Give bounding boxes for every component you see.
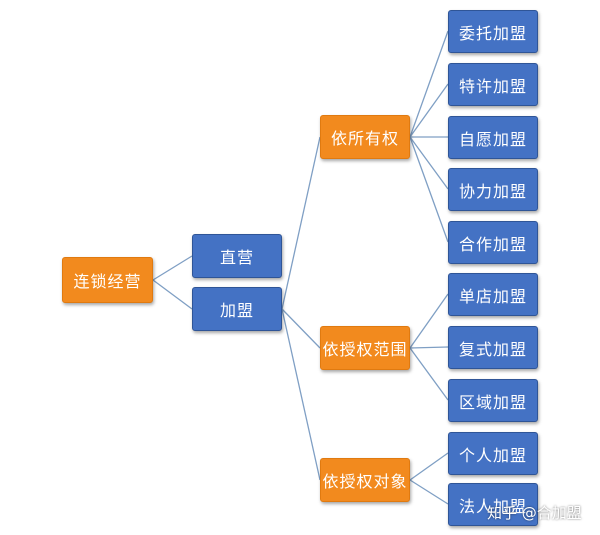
connector-franchise-target <box>281 308 321 481</box>
connector-franchise-ownership <box>281 136 321 310</box>
watermark: 知乎 @合加盟 <box>487 504 582 522</box>
connector-target-leaf-1 <box>409 452 449 481</box>
connector-scope-leaf-1 <box>409 293 449 349</box>
connector-ownership-leaf-2 <box>409 83 449 138</box>
category-target-node: 依授权对象 <box>320 458 410 502</box>
category-ownership-node: 依所有权 <box>320 115 410 159</box>
leaf-area-franchise: 区域加盟 <box>448 379 538 422</box>
connector-scope-leaf-2 <box>409 346 449 349</box>
connector-ownership-leaf-5 <box>409 136 449 243</box>
connector-ownership-leaf-1 <box>409 30 449 138</box>
leaf-voluntary-franchise: 自愿加盟 <box>448 116 538 159</box>
branch-franchise-node: 加盟 <box>192 287 282 331</box>
connector-franchise-scope <box>281 308 321 349</box>
leaf-licensed-franchise: 特许加盟 <box>448 63 538 106</box>
connector-root-franchise <box>152 279 193 310</box>
leaf-individual-franchise: 个人加盟 <box>448 432 538 475</box>
connector-root-direct <box>152 255 193 281</box>
leaf-single-store-franchise: 单店加盟 <box>448 273 538 316</box>
root-node: 连锁经营 <box>62 257 153 303</box>
category-scope-node: 依授权范围 <box>320 326 410 370</box>
leaf-cooperative-assist-franchise: 协力加盟 <box>448 168 538 211</box>
connector-target-leaf-2 <box>409 479 449 505</box>
connector-ownership-leaf-4 <box>409 136 449 190</box>
connector-scope-leaf-3 <box>409 347 449 401</box>
leaf-multi-unit-franchise: 复式加盟 <box>448 326 538 369</box>
leaf-partnership-franchise: 合作加盟 <box>448 221 538 264</box>
leaf-corporate-franchise: 法人加盟 <box>448 483 538 526</box>
leaf-commissioned-franchise: 委托加盟 <box>448 10 538 53</box>
branch-direct-node: 直营 <box>192 234 282 278</box>
